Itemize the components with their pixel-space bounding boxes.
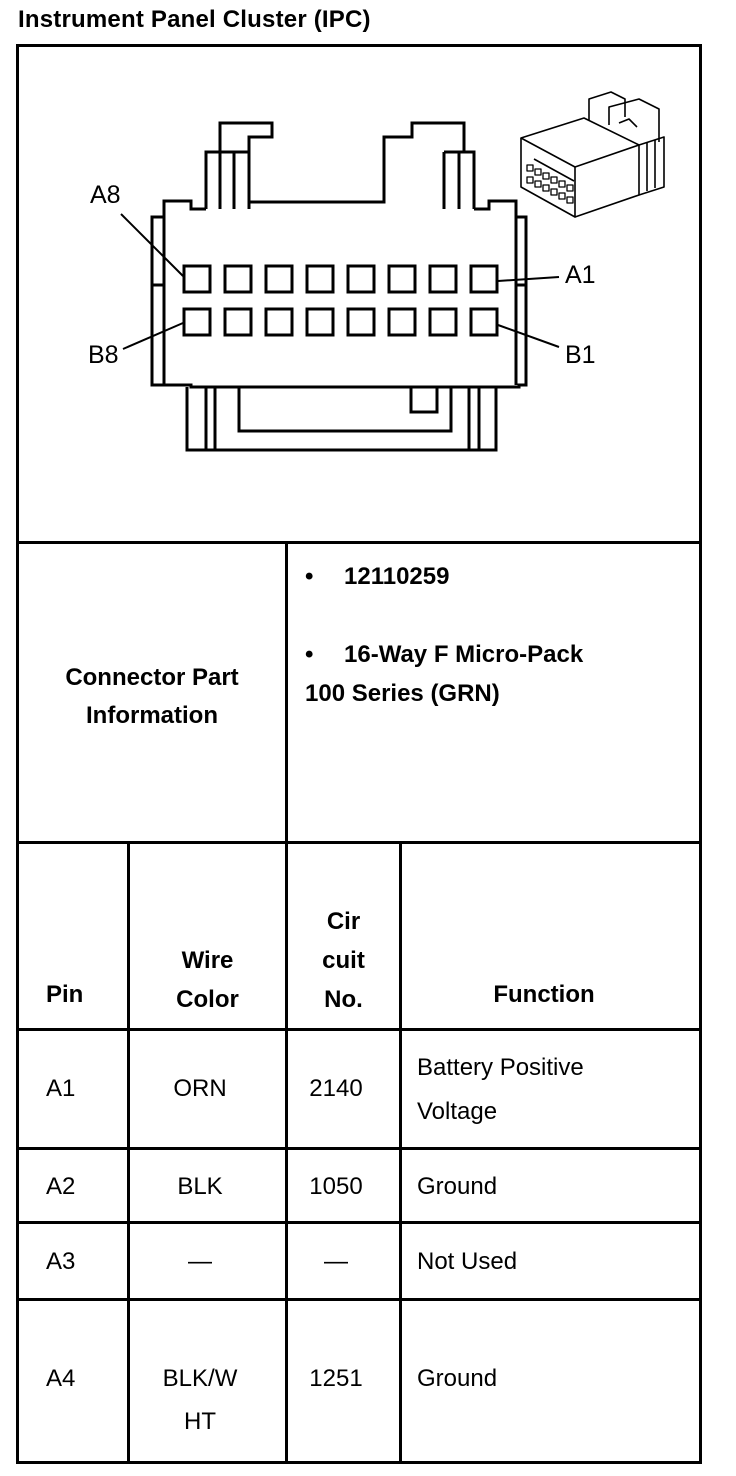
header-wire-line2: Color [176, 986, 239, 1013]
header-circuit-no: Cir cuit No. [288, 902, 399, 1019]
connector-face-drawing [120, 91, 665, 452]
row-a2-pin: A2 [46, 1173, 76, 1200]
row-a4-pin: A4 [46, 1365, 76, 1392]
label-a8: A8 [90, 181, 121, 209]
bullet-part-number: • [305, 563, 314, 590]
cavity-b8 [182, 307, 212, 337]
header-cir-line2: cuit [322, 947, 365, 974]
label-b8: B8 [88, 341, 119, 369]
cavity-a1 [469, 264, 499, 294]
header-pin: Pin [46, 981, 84, 1008]
connector-description-line1: 16-Way F Micro-Pack [344, 641, 584, 668]
divider-col-wire [285, 841, 288, 1464]
divider-diagram [16, 541, 702, 544]
cavity-a2 [428, 264, 458, 294]
divider-row-a3 [16, 1298, 702, 1301]
cavity-a7 [223, 264, 253, 294]
cavity-b6 [264, 307, 294, 337]
bullet-description: • [305, 641, 314, 668]
cavity-a3 [387, 264, 417, 294]
leader-a1 [497, 276, 560, 282]
table-frame [16, 44, 702, 1464]
row-a2-circuit: 1050 [309, 1173, 363, 1200]
cavity-b3 [387, 307, 417, 337]
row-a3-circuit: — [324, 1248, 348, 1275]
header-function: Function [493, 981, 595, 1008]
cavity-b4 [346, 307, 376, 337]
row-a4-function: Ground [417, 1365, 498, 1392]
cavity-b7 [223, 307, 253, 337]
divider-row-a1 [16, 1147, 702, 1150]
connector-3d-thumbnail [520, 91, 665, 218]
connector-info-label-line1: Connector Part [65, 664, 239, 691]
leader-b8 [122, 322, 184, 350]
row-a2-function: Ground [417, 1173, 498, 1200]
cavity-a5 [305, 264, 335, 294]
connector-info-label: Connector Part Information [19, 659, 285, 735]
row-a3-wire: — [188, 1248, 212, 1275]
divider-col-pin [127, 841, 130, 1464]
row-a1-pin: A1 [46, 1075, 76, 1102]
cavity-b1 [469, 307, 499, 337]
row-a4-wire-line1: BLK/W [162, 1365, 238, 1392]
connector-info-label-line2: Information [86, 702, 218, 729]
part-number: 12110259 [344, 563, 450, 590]
label-b1: B1 [565, 341, 596, 369]
label-a1: A1 [565, 261, 596, 289]
cavity-a8 [182, 264, 212, 294]
header-cir-line1: Cir [326, 908, 361, 935]
row-a2-wire: BLK [177, 1173, 223, 1200]
cavity-a4 [346, 264, 376, 294]
divider-header [16, 1028, 702, 1031]
header-wire-line1: Wire [181, 947, 234, 974]
leader-a8 [120, 213, 184, 277]
divider-connector-info [16, 841, 702, 844]
row-a4-circuit: 1251 [309, 1365, 363, 1392]
connector-diagram: A8 B8 A1 B1 [19, 47, 699, 543]
header-wire-color: Wire Color [130, 941, 285, 1019]
row-a1-function-line1: Battery Positive [417, 1054, 584, 1081]
row-a1-circuit: 2140 [309, 1075, 363, 1102]
row-a1-function-line2: Voltage [417, 1098, 498, 1125]
cavity-b2 [428, 307, 458, 337]
cavity-a6 [264, 264, 294, 294]
row-a3-function: Not Used [417, 1248, 518, 1275]
divider-info-column [285, 541, 288, 843]
row-a1-wire: ORN [173, 1075, 227, 1102]
leader-b1 [497, 324, 560, 348]
header-cir-line3: No. [324, 986, 363, 1013]
connector-description-line2: 100 Series (GRN) [305, 680, 500, 707]
page-title: Instrument Panel Cluster (IPC) [18, 6, 371, 33]
row-a3-pin: A3 [46, 1248, 76, 1275]
divider-col-circuit [399, 841, 402, 1464]
row-a4-wire-line2: HT [184, 1408, 216, 1435]
cavity-b5 [305, 307, 335, 337]
divider-row-a2 [16, 1221, 702, 1224]
